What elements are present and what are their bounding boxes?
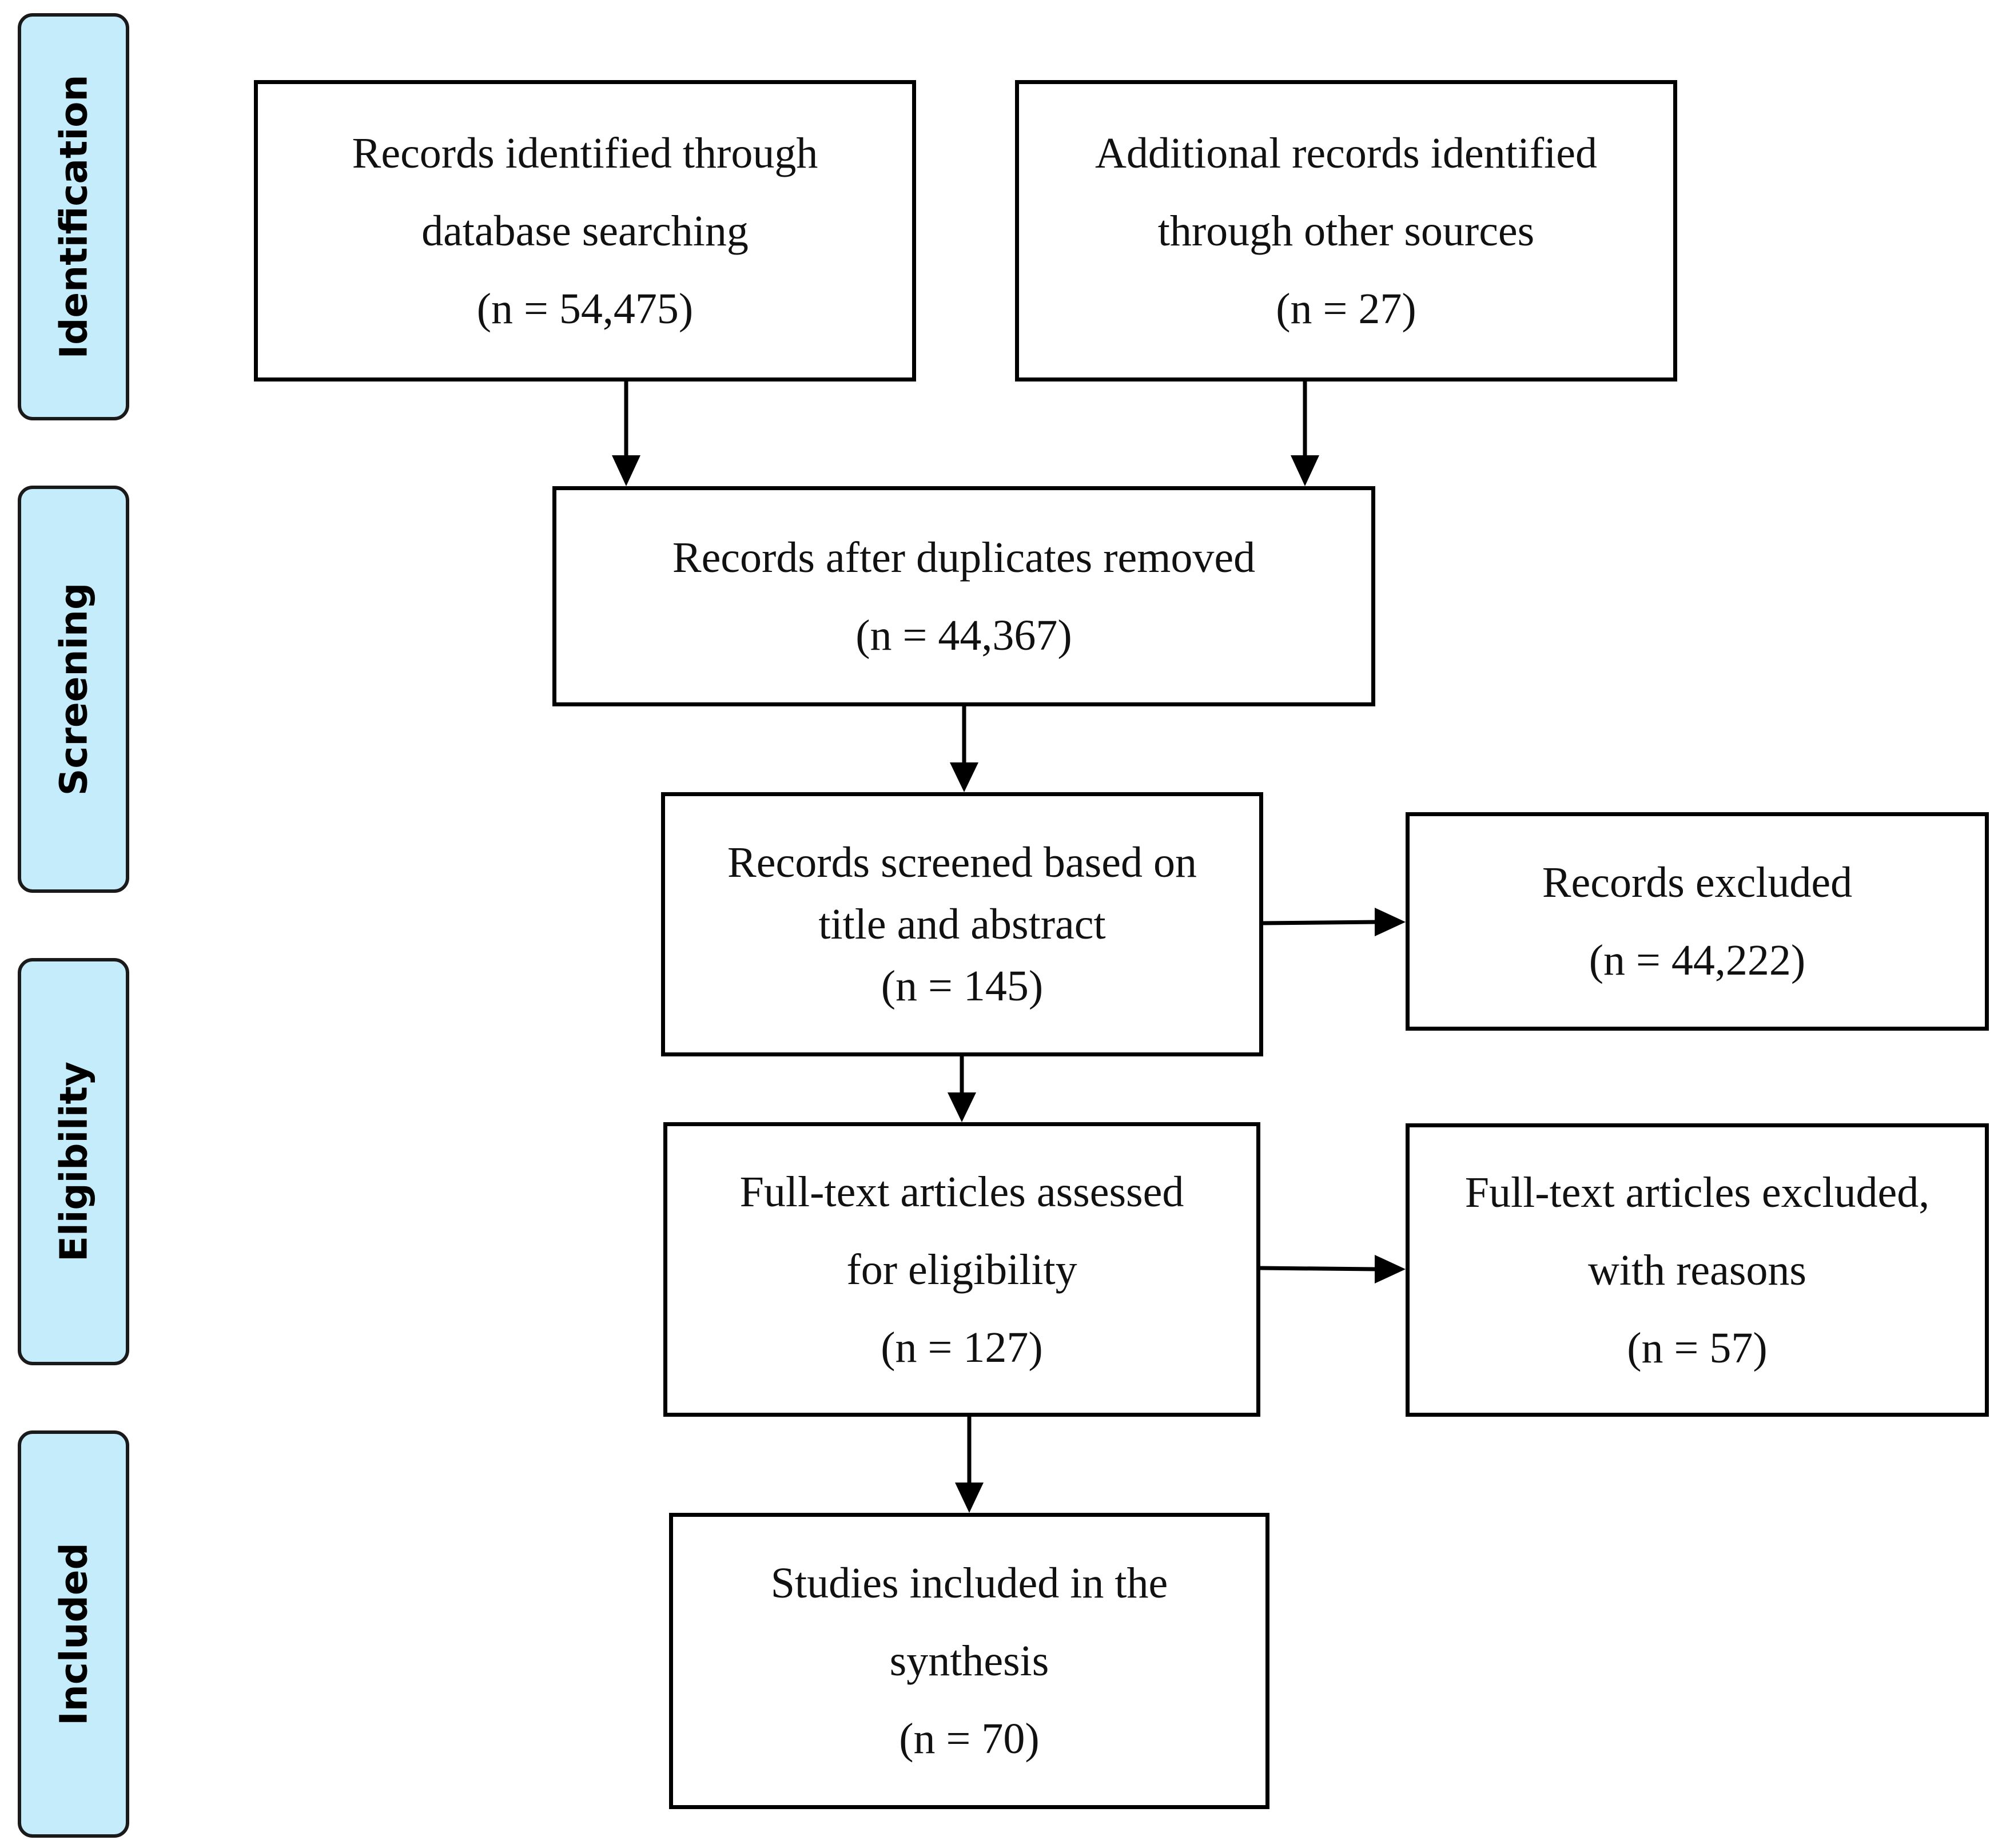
- box-fulltext-assessed-line1: Full-text articles assessed: [739, 1167, 1184, 1216]
- box-screened: Records screened based on title and abst…: [661, 792, 1263, 1056]
- box-records-excluded-count: (n = 44,222): [1589, 936, 1806, 984]
- box-duplicates-removed-count: (n = 44,367): [855, 611, 1072, 659]
- box-database-search-line2: database searching: [421, 206, 749, 255]
- phase-included: Included: [18, 1430, 129, 1838]
- box-fulltext-assessed-count: (n = 127): [881, 1323, 1043, 1372]
- arrowhead-fulltext-excluded: [1375, 1255, 1406, 1283]
- box-duplicates-removed-line1: Records after duplicates removed: [672, 533, 1256, 582]
- arrowhead-screened: [948, 1092, 976, 1122]
- box-other-sources-line2: through other sources: [1157, 206, 1535, 255]
- box-other-sources: Additional records identified through ot…: [1015, 80, 1677, 381]
- arrowhead-duplicates: [950, 762, 978, 792]
- arrow-screened-to-excluded: [1263, 920, 1378, 925]
- arrowhead-other: [1291, 455, 1319, 486]
- phase-identification: Identification: [18, 13, 129, 420]
- box-records-excluded-line1: Records excluded: [1542, 859, 1853, 907]
- arrowhead-records-excluded: [1375, 908, 1406, 936]
- box-duplicates-removed: Records after duplicates removed (n = 44…: [552, 486, 1375, 706]
- phase-eligibility: Eligibility: [18, 958, 129, 1365]
- box-screened-line2: title and abstract: [818, 900, 1106, 948]
- box-fulltext-assessed-line2: for eligibility: [846, 1245, 1077, 1294]
- arrowhead-database: [612, 455, 640, 486]
- box-included-studies: Studies included in the synthesis (n = 7…: [669, 1513, 1269, 1809]
- box-screened-count: (n = 145): [881, 962, 1044, 1010]
- box-screened-line1: Records screened based on: [727, 838, 1197, 887]
- box-fulltext-excluded-line2: with reasons: [1587, 1246, 1807, 1294]
- arrowhead-included: [955, 1483, 984, 1513]
- box-database-search-line1: Records identified through: [352, 129, 818, 177]
- box-included-studies-line2: synthesis: [889, 1637, 1049, 1685]
- box-database-search-count: (n = 54,475): [476, 284, 694, 333]
- arrow-fulltext-to-excluded: [1260, 1266, 1378, 1271]
- box-fulltext-excluded-line1: Full-text articles excluded,: [1464, 1168, 1930, 1217]
- box-fulltext-excluded-count: (n = 57): [1627, 1324, 1768, 1372]
- box-other-sources-count: (n = 27): [1276, 284, 1416, 333]
- box-other-sources-line1: Additional records identified: [1095, 129, 1597, 177]
- phase-screening: Screening: [18, 486, 129, 893]
- box-database-search: Records identified through database sear…: [254, 80, 916, 381]
- box-included-studies-count: (n = 70): [899, 1715, 1040, 1763]
- box-records-excluded: Records excluded (n = 44,222): [1406, 812, 1989, 1031]
- box-fulltext-excluded: Full-text articles excluded, with reason…: [1406, 1123, 1989, 1417]
- box-included-studies-line1: Studies included in the: [770, 1559, 1168, 1607]
- box-fulltext-assessed: Full-text articles assessed for eligibil…: [663, 1122, 1260, 1417]
